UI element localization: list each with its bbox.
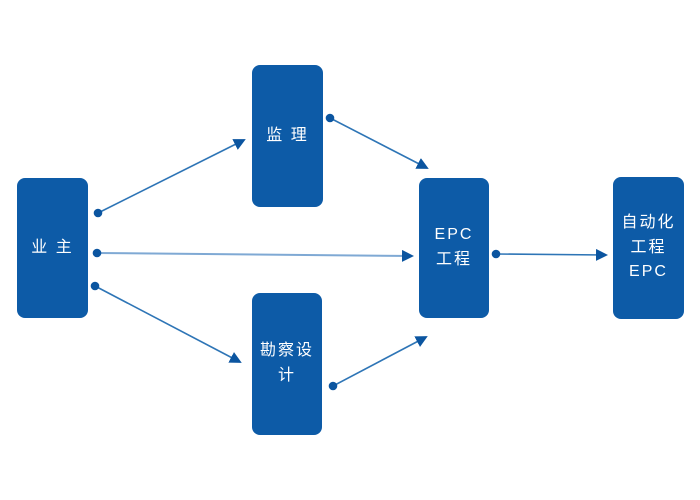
node-supervision-label: 监 理 bbox=[266, 126, 309, 144]
edge-supervision-to-epc bbox=[325, 113, 429, 169]
node-epc-label-line1: EPC bbox=[434, 226, 474, 244]
edge-survey-design-to-epc bbox=[328, 336, 428, 391]
edge-owner-to-supervision bbox=[93, 139, 246, 218]
node-epc-label-line2: 工程 bbox=[435, 251, 472, 268]
node-supervision: 监 理 bbox=[252, 65, 323, 207]
node-owner-label: 业 主 bbox=[31, 238, 74, 256]
node-survey-design: 勘察设计 bbox=[252, 293, 322, 435]
node-automation-epc-label-line2: 工程EPC bbox=[629, 238, 668, 281]
node-epc: EPC 工程 bbox=[419, 178, 489, 318]
edge-epc-to-automation-epc bbox=[491, 248, 608, 261]
edge-owner-to-epc bbox=[92, 248, 414, 262]
node-automation-epc-label-line1: 自动化 bbox=[621, 213, 676, 231]
node-survey-design-label: 勘察设计 bbox=[259, 342, 314, 384]
node-owner: 业 主 bbox=[17, 178, 88, 318]
edge-owner-to-survey-design bbox=[90, 281, 242, 363]
node-automation-epc: 自动化 工程EPC bbox=[613, 177, 684, 319]
